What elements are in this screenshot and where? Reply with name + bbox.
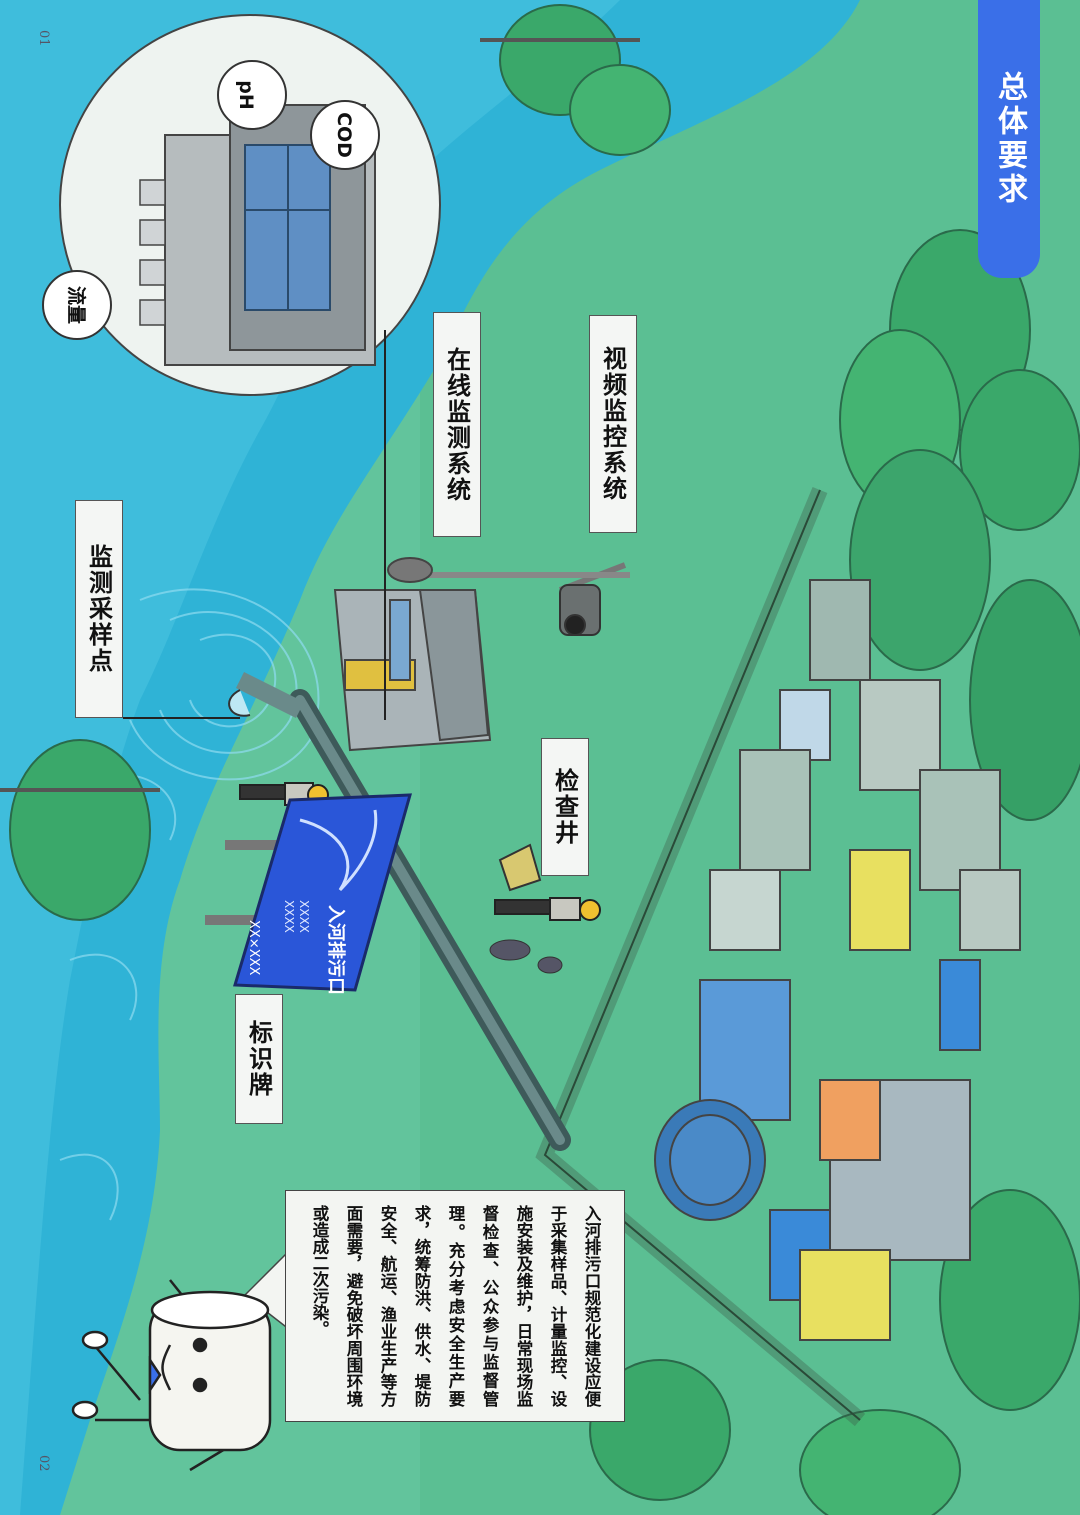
flow-sensor-bubble: 流量 — [42, 270, 112, 340]
page-number-left: 01 — [36, 30, 51, 47]
manhole-cover — [498, 843, 542, 892]
trees-left — [0, 739, 160, 921]
label-signboard: 标识牌 — [235, 994, 283, 1124]
outfall-pipeline — [289, 689, 571, 1151]
section-title-tab: 总体要求 — [978, 0, 1040, 278]
label-online-monitoring: 在线监测系统 — [433, 312, 481, 537]
trees-top-right — [839, 229, 1080, 821]
label-video-monitoring: 视频监控系统 — [589, 315, 637, 533]
outfall-spout — [228, 671, 305, 719]
river-highlight — [0, 0, 620, 1515]
sign-line1: XXXX — [297, 900, 311, 933]
trees-top-center — [480, 4, 671, 156]
monitoring-station — [333, 589, 492, 752]
requirements-description: 入河排污口规范化建设应便于采集样品、计量监控、设施安装及维护，日常现场监督检查、… — [285, 1190, 625, 1422]
cod-sensor-bubble: COD — [310, 100, 380, 170]
sign-line2: XXXX — [282, 900, 296, 933]
ph-sensor-bubble: pH — [217, 60, 287, 130]
label-sampling-point: 监测采样点 — [75, 500, 123, 718]
trees-bottom-right — [589, 1189, 1080, 1515]
street-light — [387, 557, 630, 583]
inspector-figure — [494, 897, 601, 921]
video-camera — [558, 562, 627, 636]
sign-title: 入河排污口 — [325, 905, 347, 995]
signboard: 入河排污口 XXXX XXXX XX×XXX — [205, 793, 413, 995]
label-inspection-well: 检查井 — [541, 738, 589, 876]
flow-label: 流量 — [65, 286, 88, 324]
page-number-right: 02 — [36, 1455, 51, 1472]
sign-code: XX×XXX — [246, 920, 261, 976]
ph-label: pH — [235, 80, 257, 110]
mascot-character — [71, 1279, 272, 1472]
cod-label: COD — [333, 112, 355, 158]
treatment-facility — [654, 579, 1021, 1341]
